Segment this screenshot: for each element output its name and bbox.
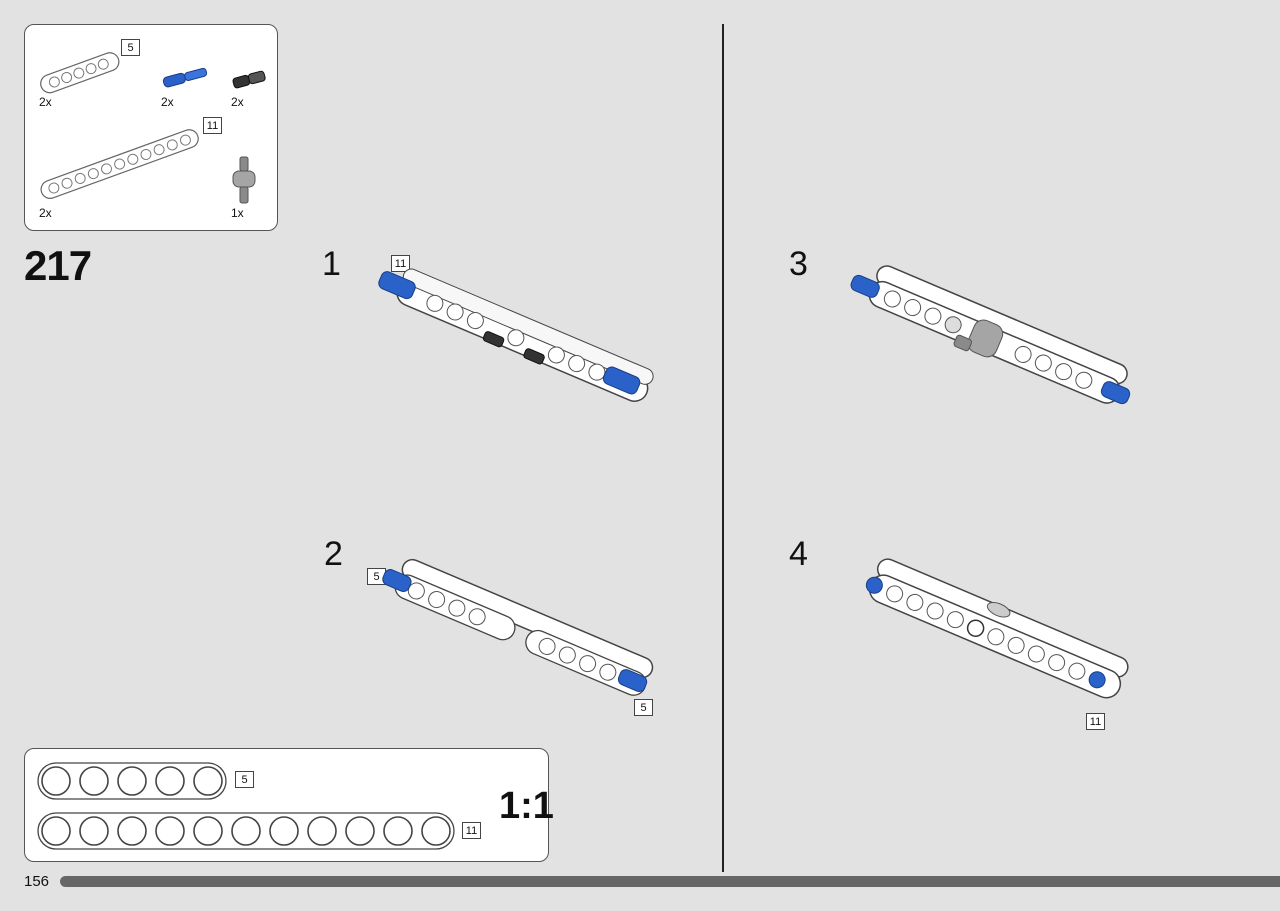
column-divider (722, 24, 724, 872)
qty-axle-connector: 1x (231, 206, 244, 220)
scale-label: 1:1 (499, 785, 554, 827)
progress-bar (60, 876, 1280, 887)
step-3-number: 3 (789, 245, 808, 283)
axle-connector-icon (232, 156, 256, 204)
qty-beam-11: 2x (39, 206, 52, 220)
scale-ruler: 5 11 1:1 (24, 748, 554, 862)
step-1-assembly (378, 268, 654, 402)
page-number: 156 (24, 873, 50, 890)
step-2-assembly (382, 558, 654, 696)
step-3-assembly (850, 265, 1131, 405)
qty-beam-5: 2x (39, 95, 52, 109)
step-1-callout: 11 (391, 255, 410, 272)
length-callout-5: 5 (121, 39, 140, 56)
step-2-callout-bottom: 5 (634, 699, 653, 716)
qty-black-pin: 2x (231, 95, 244, 109)
length-callout-11: 11 (203, 117, 222, 134)
parts-list: 5 2x 2x 2x 11 2x 1x (24, 24, 278, 231)
black-pin-icon (232, 70, 266, 89)
step-4-assembly (865, 558, 1129, 699)
blue-pin-icon (162, 67, 208, 88)
page-step-number: 217 (24, 242, 92, 289)
beam-5-image (40, 52, 120, 94)
beam-11-image (40, 129, 199, 199)
step-4-number: 4 (789, 535, 808, 573)
step-2-number: 2 (324, 535, 343, 573)
ruler-label-5: 5 (235, 771, 254, 788)
ruler-label-11: 11 (462, 822, 481, 839)
ruler-beam-11 (37, 812, 455, 850)
ruler-beam-5 (37, 762, 227, 800)
qty-blue-pin: 2x (161, 95, 174, 109)
step-1-number: 1 (322, 245, 341, 283)
step-4-callout: 11 (1086, 713, 1105, 730)
